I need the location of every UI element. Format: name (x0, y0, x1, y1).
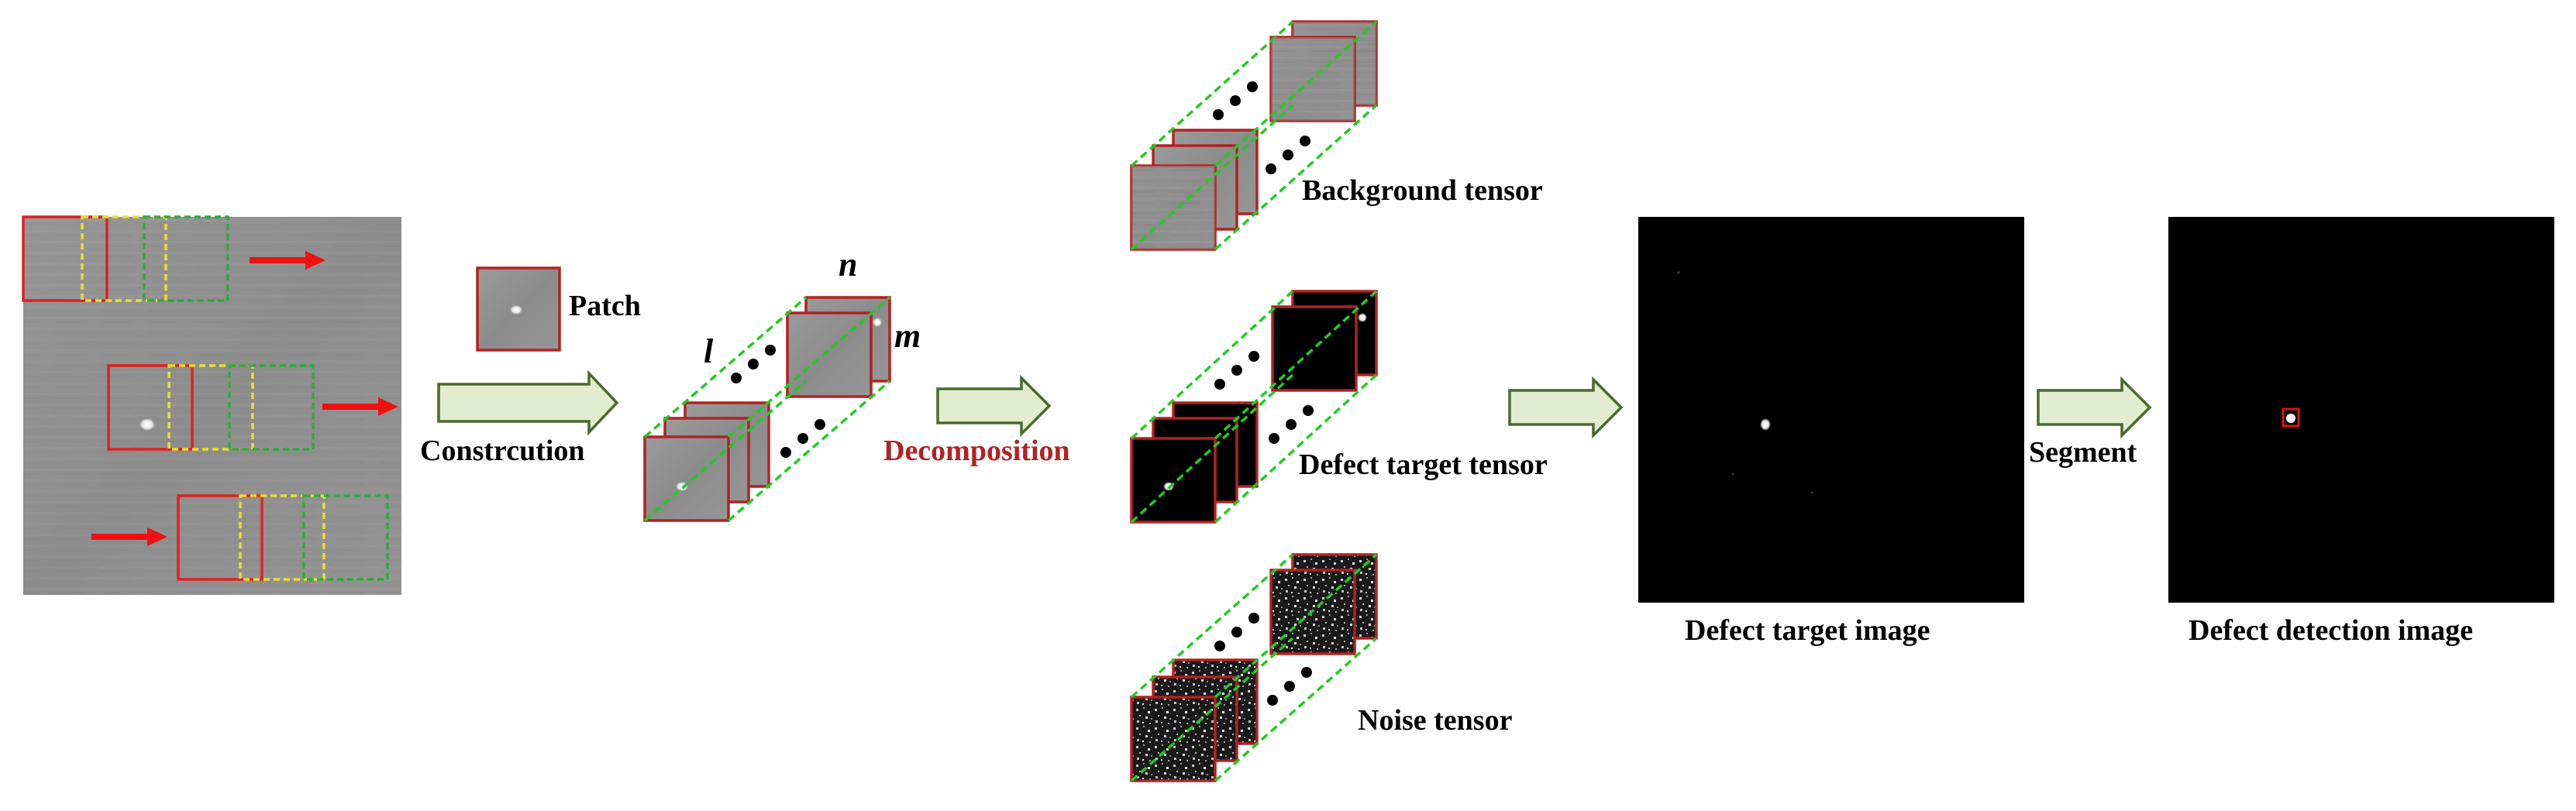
construction-arrow (437, 369, 619, 436)
defect-detection-image-label: Defect detection image (2189, 614, 2473, 647)
scan-arrow-row1 (250, 251, 325, 270)
dim-m-label: m (894, 317, 921, 355)
window-red-row3 (177, 494, 263, 581)
decomposition-label: Decomposition (883, 435, 1070, 467)
defect-target-image (1638, 217, 2024, 603)
window-green-row1 (143, 215, 229, 302)
segment-arrow (2037, 376, 2152, 439)
window-green-row2 (228, 364, 315, 451)
defect-detection-image (2168, 217, 2554, 603)
window-red-row1 (22, 215, 108, 302)
construction-label: Constrcution (420, 435, 585, 467)
patch-tensor (643, 296, 891, 522)
window-yellow-row3 (239, 494, 325, 581)
scan-arrow-row2 (322, 397, 398, 416)
background-tensor-label: Background tensor (1302, 174, 1543, 207)
defect-target-tensor (1130, 290, 1378, 524)
defect-spot (139, 418, 155, 431)
background-tensor (1130, 20, 1378, 251)
dim-l-label: l (704, 332, 714, 370)
window-yellow-row1 (81, 215, 167, 302)
scan-arrow-row3 (91, 527, 167, 546)
reconstruction-arrow (1508, 376, 1624, 439)
noise-tensor (1130, 553, 1378, 782)
window-green-row3 (302, 494, 389, 581)
patch-sample (476, 266, 561, 352)
window-yellow-row2 (167, 364, 254, 451)
detected-defect-box (2282, 407, 2300, 428)
defect-target-tensor-label: Defect target tensor (1299, 448, 1548, 481)
noise-tensor-label: Noise tensor (1358, 704, 1513, 737)
segment-label: Segment (2029, 436, 2137, 469)
dim-n-label: n (839, 246, 857, 284)
source-image-panel (22, 215, 401, 595)
window-red-row2 (107, 364, 194, 451)
patch-label: Patch (569, 290, 641, 322)
defect-target-image-label: Defect target image (1685, 614, 1930, 647)
decomposition-arrow (936, 374, 1052, 438)
